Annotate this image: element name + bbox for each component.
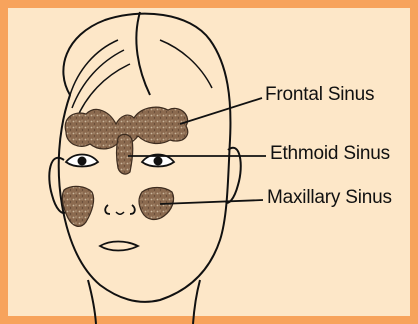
neck-right xyxy=(193,280,200,324)
maxillary-sinus-left xyxy=(62,186,93,226)
ethmoid-sinus-label: Ethmoid Sinus xyxy=(270,143,390,165)
nose-bridge xyxy=(116,212,124,214)
nose-left xyxy=(105,205,110,214)
hair-strand-2 xyxy=(72,50,124,108)
maxillary-sinus-label: Maxillary Sinus xyxy=(267,187,392,209)
frontal-sinus-label: Frontal Sinus xyxy=(265,84,374,106)
hair-strand-4 xyxy=(160,40,212,88)
leader-maxillary xyxy=(160,200,263,204)
right-pupil xyxy=(154,157,163,166)
hair-strand-1 xyxy=(70,40,118,95)
ethmoid-sinus xyxy=(117,134,133,174)
nose-right xyxy=(130,205,135,214)
neck-left xyxy=(88,280,96,324)
hair-part xyxy=(136,12,150,95)
left-pupil xyxy=(78,157,87,166)
mouth xyxy=(100,242,138,251)
leader-frontal xyxy=(180,98,262,124)
